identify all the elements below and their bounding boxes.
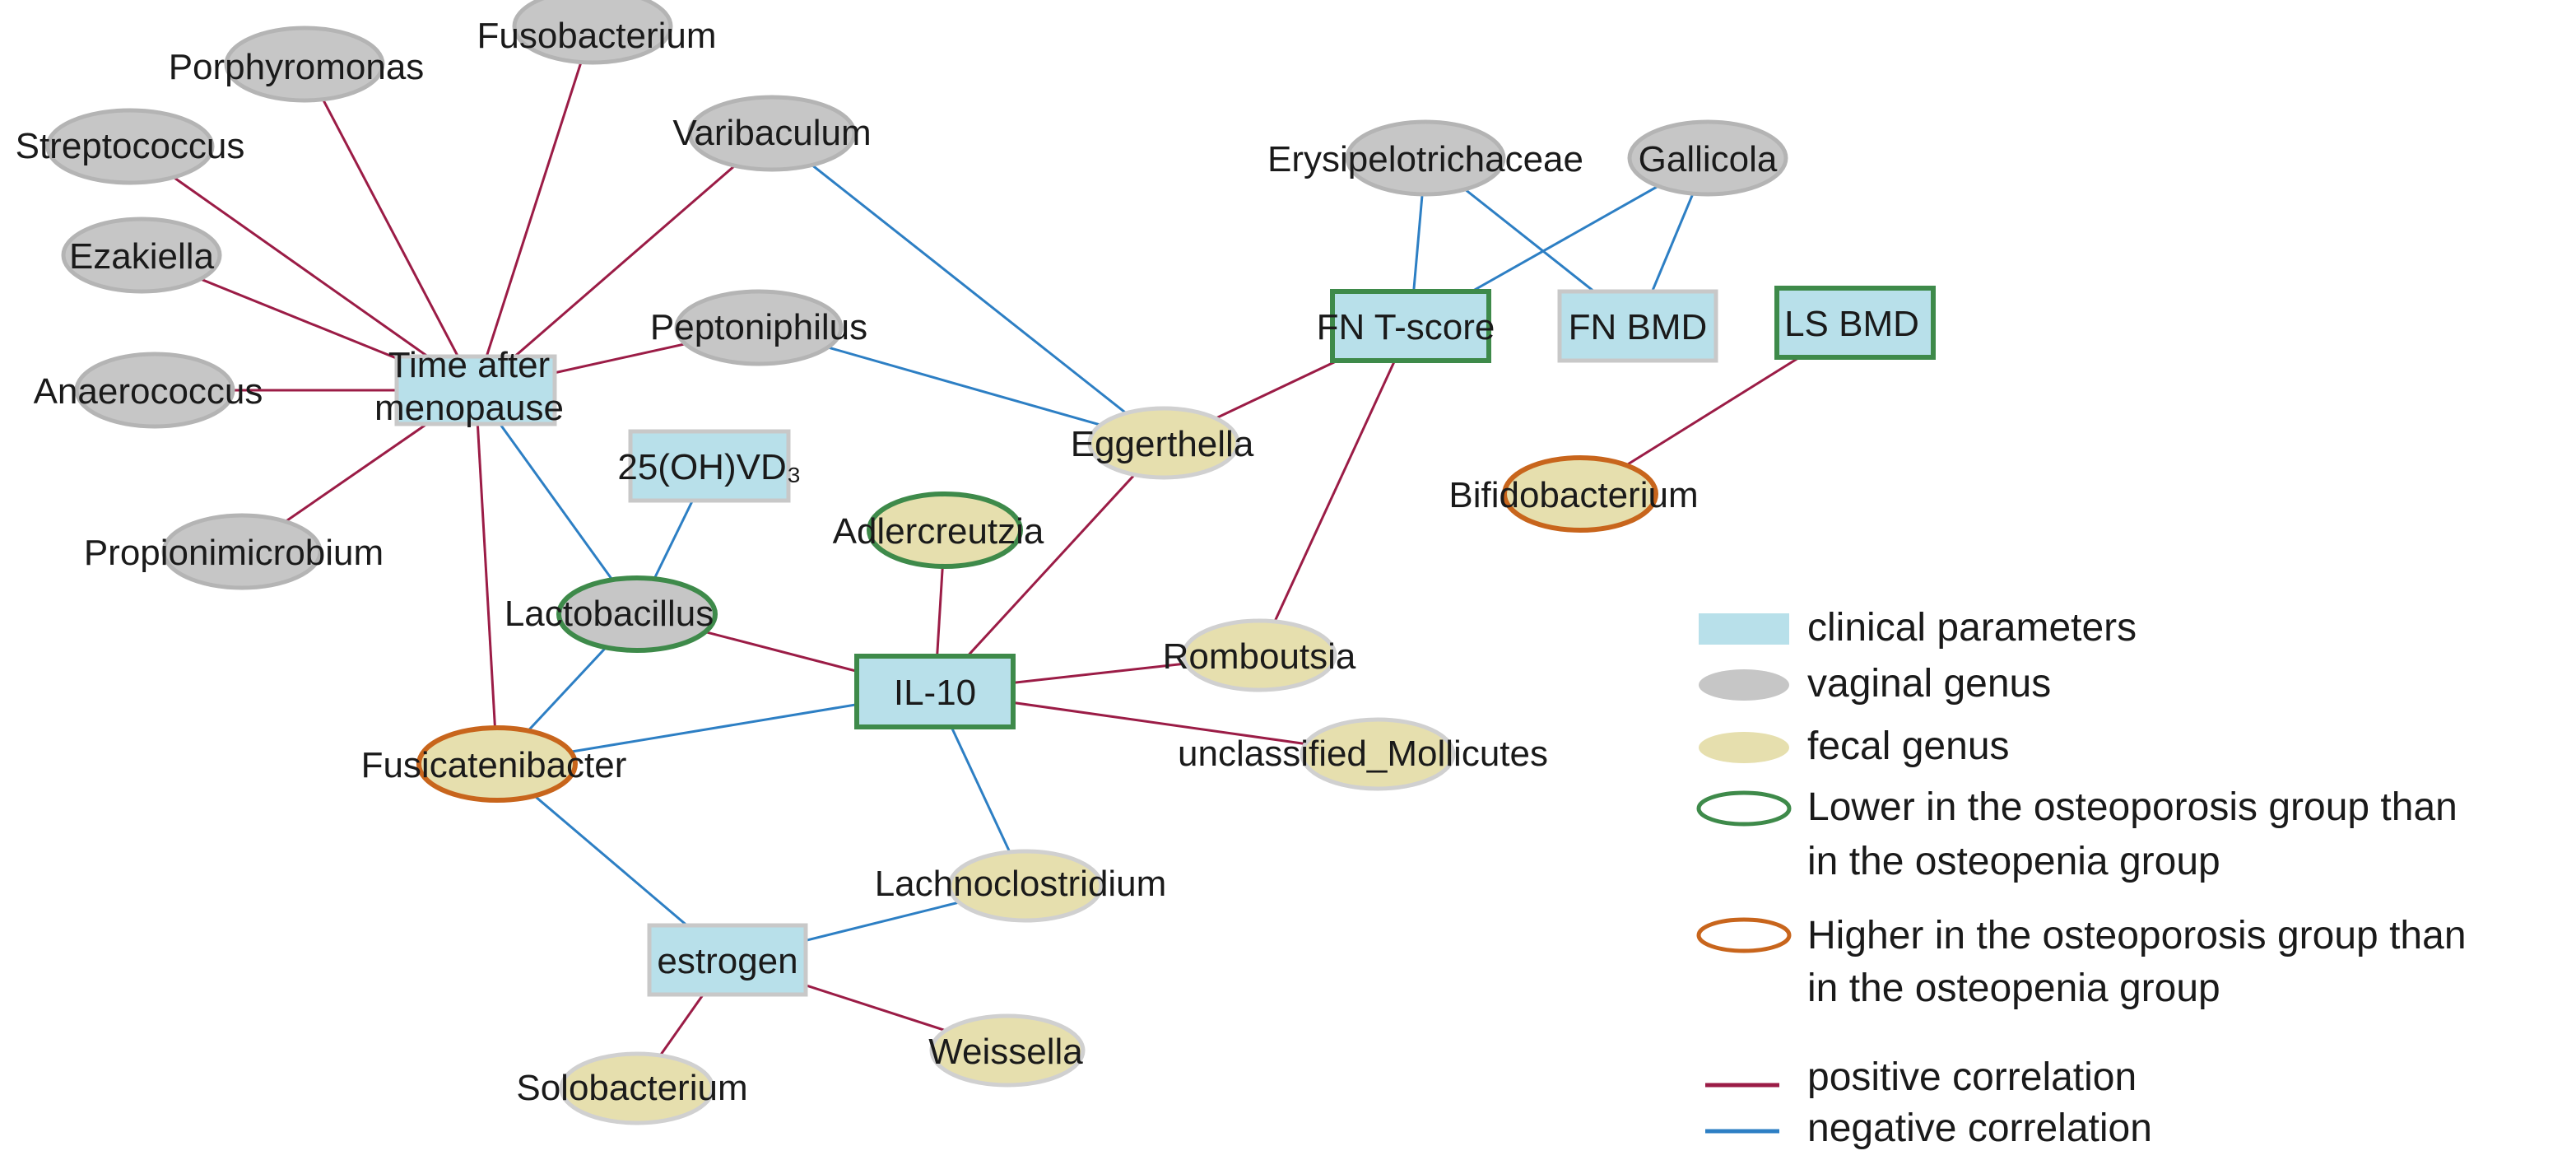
node-adlercreutzia (867, 491, 1023, 569)
node-unclassified-mollicutes (1300, 717, 1456, 791)
edge-positive-time_after_menopause-fusicatenibacter (474, 389, 499, 765)
node-label-fusobacterium: Fusobacterium (477, 16, 716, 56)
node-label-adlercreutzia: Adlercreutzia (833, 511, 1044, 552)
edge-positive-fn_tscore-romboutsia (1258, 325, 1412, 656)
node-label-propionimicrobium: Propionimicrobium (84, 533, 384, 573)
node-label-fusicatenibacter: Fusicatenibacter (361, 745, 627, 785)
legend-swatch-vaginal (1699, 669, 1789, 701)
node-label-peptoniphilus: Peptoniphilus (650, 307, 867, 347)
node-label-porphyromonas: Porphyromonas (169, 47, 425, 87)
legend-label-fecal: fecal genus (1807, 724, 2010, 768)
node-solobacterium (559, 1051, 715, 1125)
legend-label-higher-line2: in the osteopenia group (1807, 967, 2220, 1010)
node-porphyromonas (224, 26, 385, 103)
node-estrogen (647, 923, 808, 997)
node-label-solobacterium: Solobacterium (516, 1068, 747, 1108)
node-label-vd3: 25(OH)VD₃ (617, 447, 801, 487)
node-label-unclassified-mollicutes: unclassified_Mollicutes (1178, 734, 1548, 774)
node-label-fn-tscore: FN T-score (1317, 307, 1495, 347)
node-label-ezakiella: Ezakiella (69, 236, 215, 277)
node-label-lactobacillus: Lactobacillus (505, 594, 714, 634)
node-lachnoclostridium (947, 849, 1104, 923)
nodes-layer (45, 0, 1936, 1125)
node-lactobacillus (556, 575, 718, 653)
node-varibaculum (687, 95, 857, 172)
node-label-romboutsia: Romboutsia (1163, 636, 1356, 677)
edge-positive-time_after_menopause-varibaculum (475, 132, 773, 392)
node-gallicola (1627, 119, 1788, 197)
node-label-bifidobacterium: Bifidobacterium (1448, 475, 1698, 515)
node-romboutsia (1181, 618, 1337, 692)
node-label-streptococcus: Streptococcus (16, 126, 245, 166)
node-eggerthella (1087, 406, 1240, 480)
node-anaerococcus (74, 352, 235, 429)
node-fusobacterium (512, 0, 673, 65)
node-ezakiella (61, 217, 222, 294)
node-erysipelotrichaceae (1345, 119, 1506, 197)
node-weissella (929, 1013, 1086, 1088)
node-propionimicrobium (161, 513, 323, 590)
node-streptococcus (45, 108, 215, 185)
legend-label-negative: negative correlation (1807, 1106, 2152, 1150)
edge-positive-time_after_menopause-porphyromonas (303, 63, 477, 391)
edge-positive-eggerthella-il10 (933, 441, 1165, 693)
node-label-il10: IL-10 (894, 673, 976, 713)
legend-swatch-lower (1696, 790, 1792, 827)
edge-positive-time_after_menopause-streptococcus (129, 145, 477, 392)
node-label-estrogen: estrogen (657, 941, 797, 981)
node-time-after-menopause (394, 354, 557, 426)
node-label-anaerococcus: Anaerococcus (34, 371, 263, 412)
node-il10 (854, 654, 1016, 729)
legend-label-lower: Lower in the osteoporosis group than (1807, 785, 2457, 829)
legend: clinical parameters vaginal genus fecal ge… (1696, 606, 2467, 1150)
node-label-varibaculum: Varibaculum (672, 113, 871, 153)
node-label-weissella: Weissella (928, 1032, 1083, 1072)
edge-negative-varibaculum-eggerthella (771, 132, 1165, 445)
node-label-gallicola: Gallicola (1639, 139, 1778, 179)
edge-negative-time_after_menopause-lactobacillus (474, 389, 639, 615)
node-fusicatenibacter (416, 725, 578, 803)
legend-swatch-higher (1696, 917, 1792, 953)
node-label-ls-bmd: LS BMD (1784, 304, 1919, 344)
legend-label-positive: positive correlation (1807, 1055, 2137, 1099)
legend-label-clinical: clinical parameters (1807, 606, 2137, 650)
node-peptoniphilus (674, 289, 844, 366)
node-fn-bmd (1557, 289, 1718, 363)
node-label-fn-bmd: FN BMD (1569, 307, 1708, 347)
node-ls-bmd (1774, 286, 1936, 360)
edge-positive-time_after_menopause-fusobacterium (474, 26, 594, 391)
node-label-eggerthella: Eggerthella (1071, 424, 1254, 464)
legend-label-higher: Higher in the osteoporosis group than (1807, 914, 2467, 957)
node-label-lachnoclostridium: Lachnoclostridium (875, 864, 1167, 904)
legend-label-vaginal: vaginal genus (1807, 662, 2051, 706)
node-bifidobacterium (1502, 455, 1658, 533)
node-vd3 (628, 429, 791, 503)
legend-label-lower-line2: in the osteopenia group (1807, 840, 2220, 883)
node-fn-tscore (1330, 289, 1491, 363)
legend-swatch-fecal (1699, 732, 1789, 763)
node-label-erysipelotrichaceae: Erysipelotrichaceae (1267, 139, 1583, 179)
legend-swatch-clinical (1699, 613, 1789, 645)
